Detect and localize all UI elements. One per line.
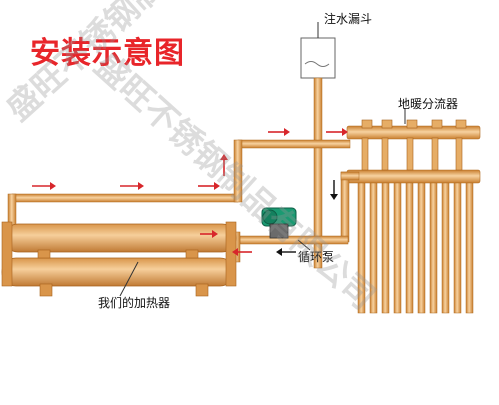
pump-leader-line [297, 239, 311, 251]
heater [1, 221, 237, 297]
funnel-pipe [313, 77, 323, 269]
heater-label: 我们的加热器 [98, 296, 171, 310]
flow-arrows [32, 128, 348, 256]
supply-riser [233, 139, 243, 203]
funnel-label: 注水漏斗 [324, 12, 373, 26]
manifold-label: 地暖分流器 [398, 97, 459, 111]
heater-leader-line [119, 261, 139, 297]
manifold [346, 108, 481, 184]
return-arrows [276, 180, 338, 256]
pump-label: 循环泵 [298, 250, 335, 264]
circulation-pump [261, 207, 311, 251]
funnel [300, 22, 336, 79]
floor-loops [357, 182, 474, 314]
diagram-title: 安装示意图 [30, 36, 185, 71]
